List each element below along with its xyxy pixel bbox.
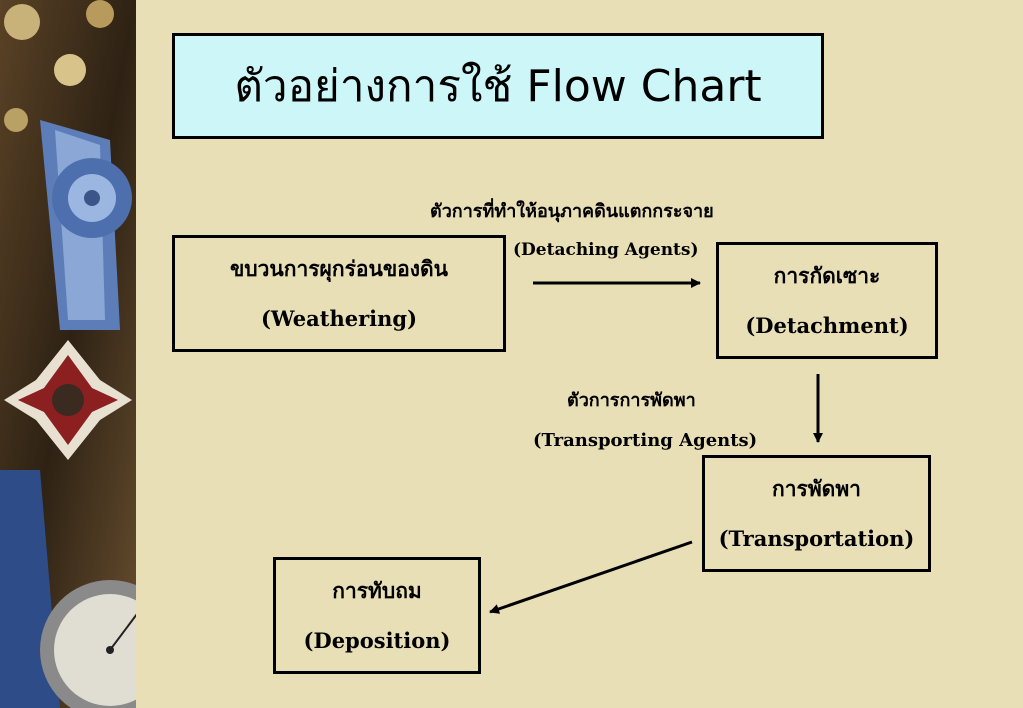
detachment-english-text: (Detachment): [745, 312, 909, 338]
transportation-thai-text: การพัดพา: [772, 475, 861, 501]
weathering-node: ขบวนการผุกร่อนของดิน (Weathering): [172, 235, 506, 352]
detaching-agents-label-thai: ตัวการที่ทำให้อนุภาคดินแตกกระจาย: [430, 201, 714, 222]
deposition-node: การทับถม (Deposition): [273, 557, 481, 674]
deposition-english-text: (Deposition): [303, 627, 451, 653]
decorative-medal-image: [0, 0, 136, 708]
transporting-agents-label-english: (Transporting Agents): [533, 430, 758, 451]
transportation-node: การพัดพา (Transportation): [702, 455, 931, 572]
transporting-agents-label-thai: ตัวการการพัดพา: [567, 390, 696, 411]
page-title: ตัวอย่างการใช้ Flow Chart: [172, 33, 824, 139]
detaching-agents-label-english: (Detaching Agents): [513, 240, 699, 260]
transportation-to-deposition-arrow: [489, 540, 693, 614]
detachment-thai-text: การกัดเซาะ: [773, 262, 881, 288]
deposition-thai-text: การทับถม: [332, 577, 422, 603]
transportation-english-text: (Transportation): [718, 525, 915, 551]
detachment-node: การกัดเซาะ (Detachment): [716, 242, 938, 359]
weathering-thai-text: ขบวนการผุกร่อนของดิน: [229, 255, 449, 281]
weathering-english-text: (Weathering): [260, 305, 418, 331]
